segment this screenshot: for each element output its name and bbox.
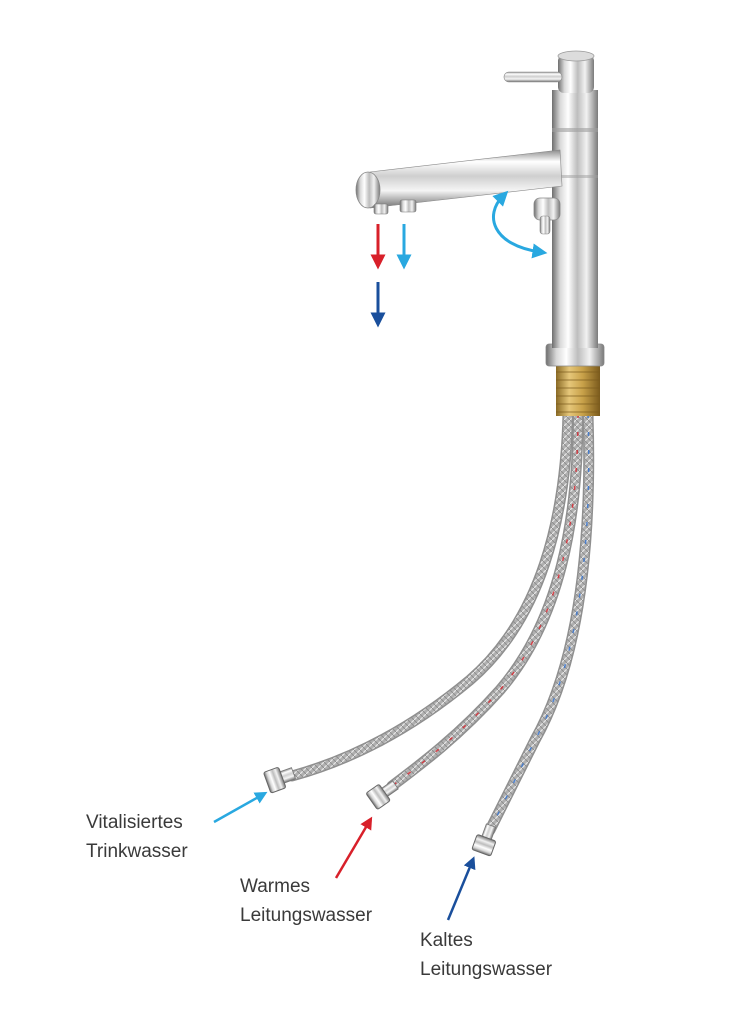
hose-vitalized: [286, 406, 574, 782]
fitting-vitalized: [263, 767, 297, 794]
label-warm-tap-water: Warmes Leitungswasser: [240, 872, 372, 930]
label-vitalized-drinking-water: Vitalisiertes Trinkwasser: [86, 808, 188, 866]
pointer-arrow-cold: [446, 856, 476, 921]
hose-fittings: [263, 767, 497, 857]
threaded-base: [556, 364, 600, 416]
label-vitalized-line1: Vitalisiertes: [86, 812, 183, 833]
label-cold-line1: Kaltes: [420, 930, 473, 951]
hoses: [286, 406, 595, 836]
fitting-warm: [366, 780, 399, 810]
label-warm-line2: Leitungswasser: [240, 905, 373, 926]
label-vitalized-line2: Trinkwasser: [86, 841, 188, 862]
mixing-lever: [503, 71, 563, 83]
label-warm-line1: Warmes: [240, 876, 311, 897]
spout: [369, 149, 563, 209]
pointer-arrow-vitalized: [213, 791, 268, 824]
fitting-cold: [471, 823, 497, 857]
label-cold-line2: Leitungswasser: [420, 959, 553, 980]
flow-arrows: [370, 224, 412, 328]
curved-double-arrow-icon: [492, 190, 548, 259]
faucet-column: [552, 90, 598, 348]
label-cold-tap-water: Kaltes Leitungswasser: [420, 926, 552, 984]
faucet: [355, 50, 605, 416]
pointer-arrow-warm: [334, 816, 373, 879]
